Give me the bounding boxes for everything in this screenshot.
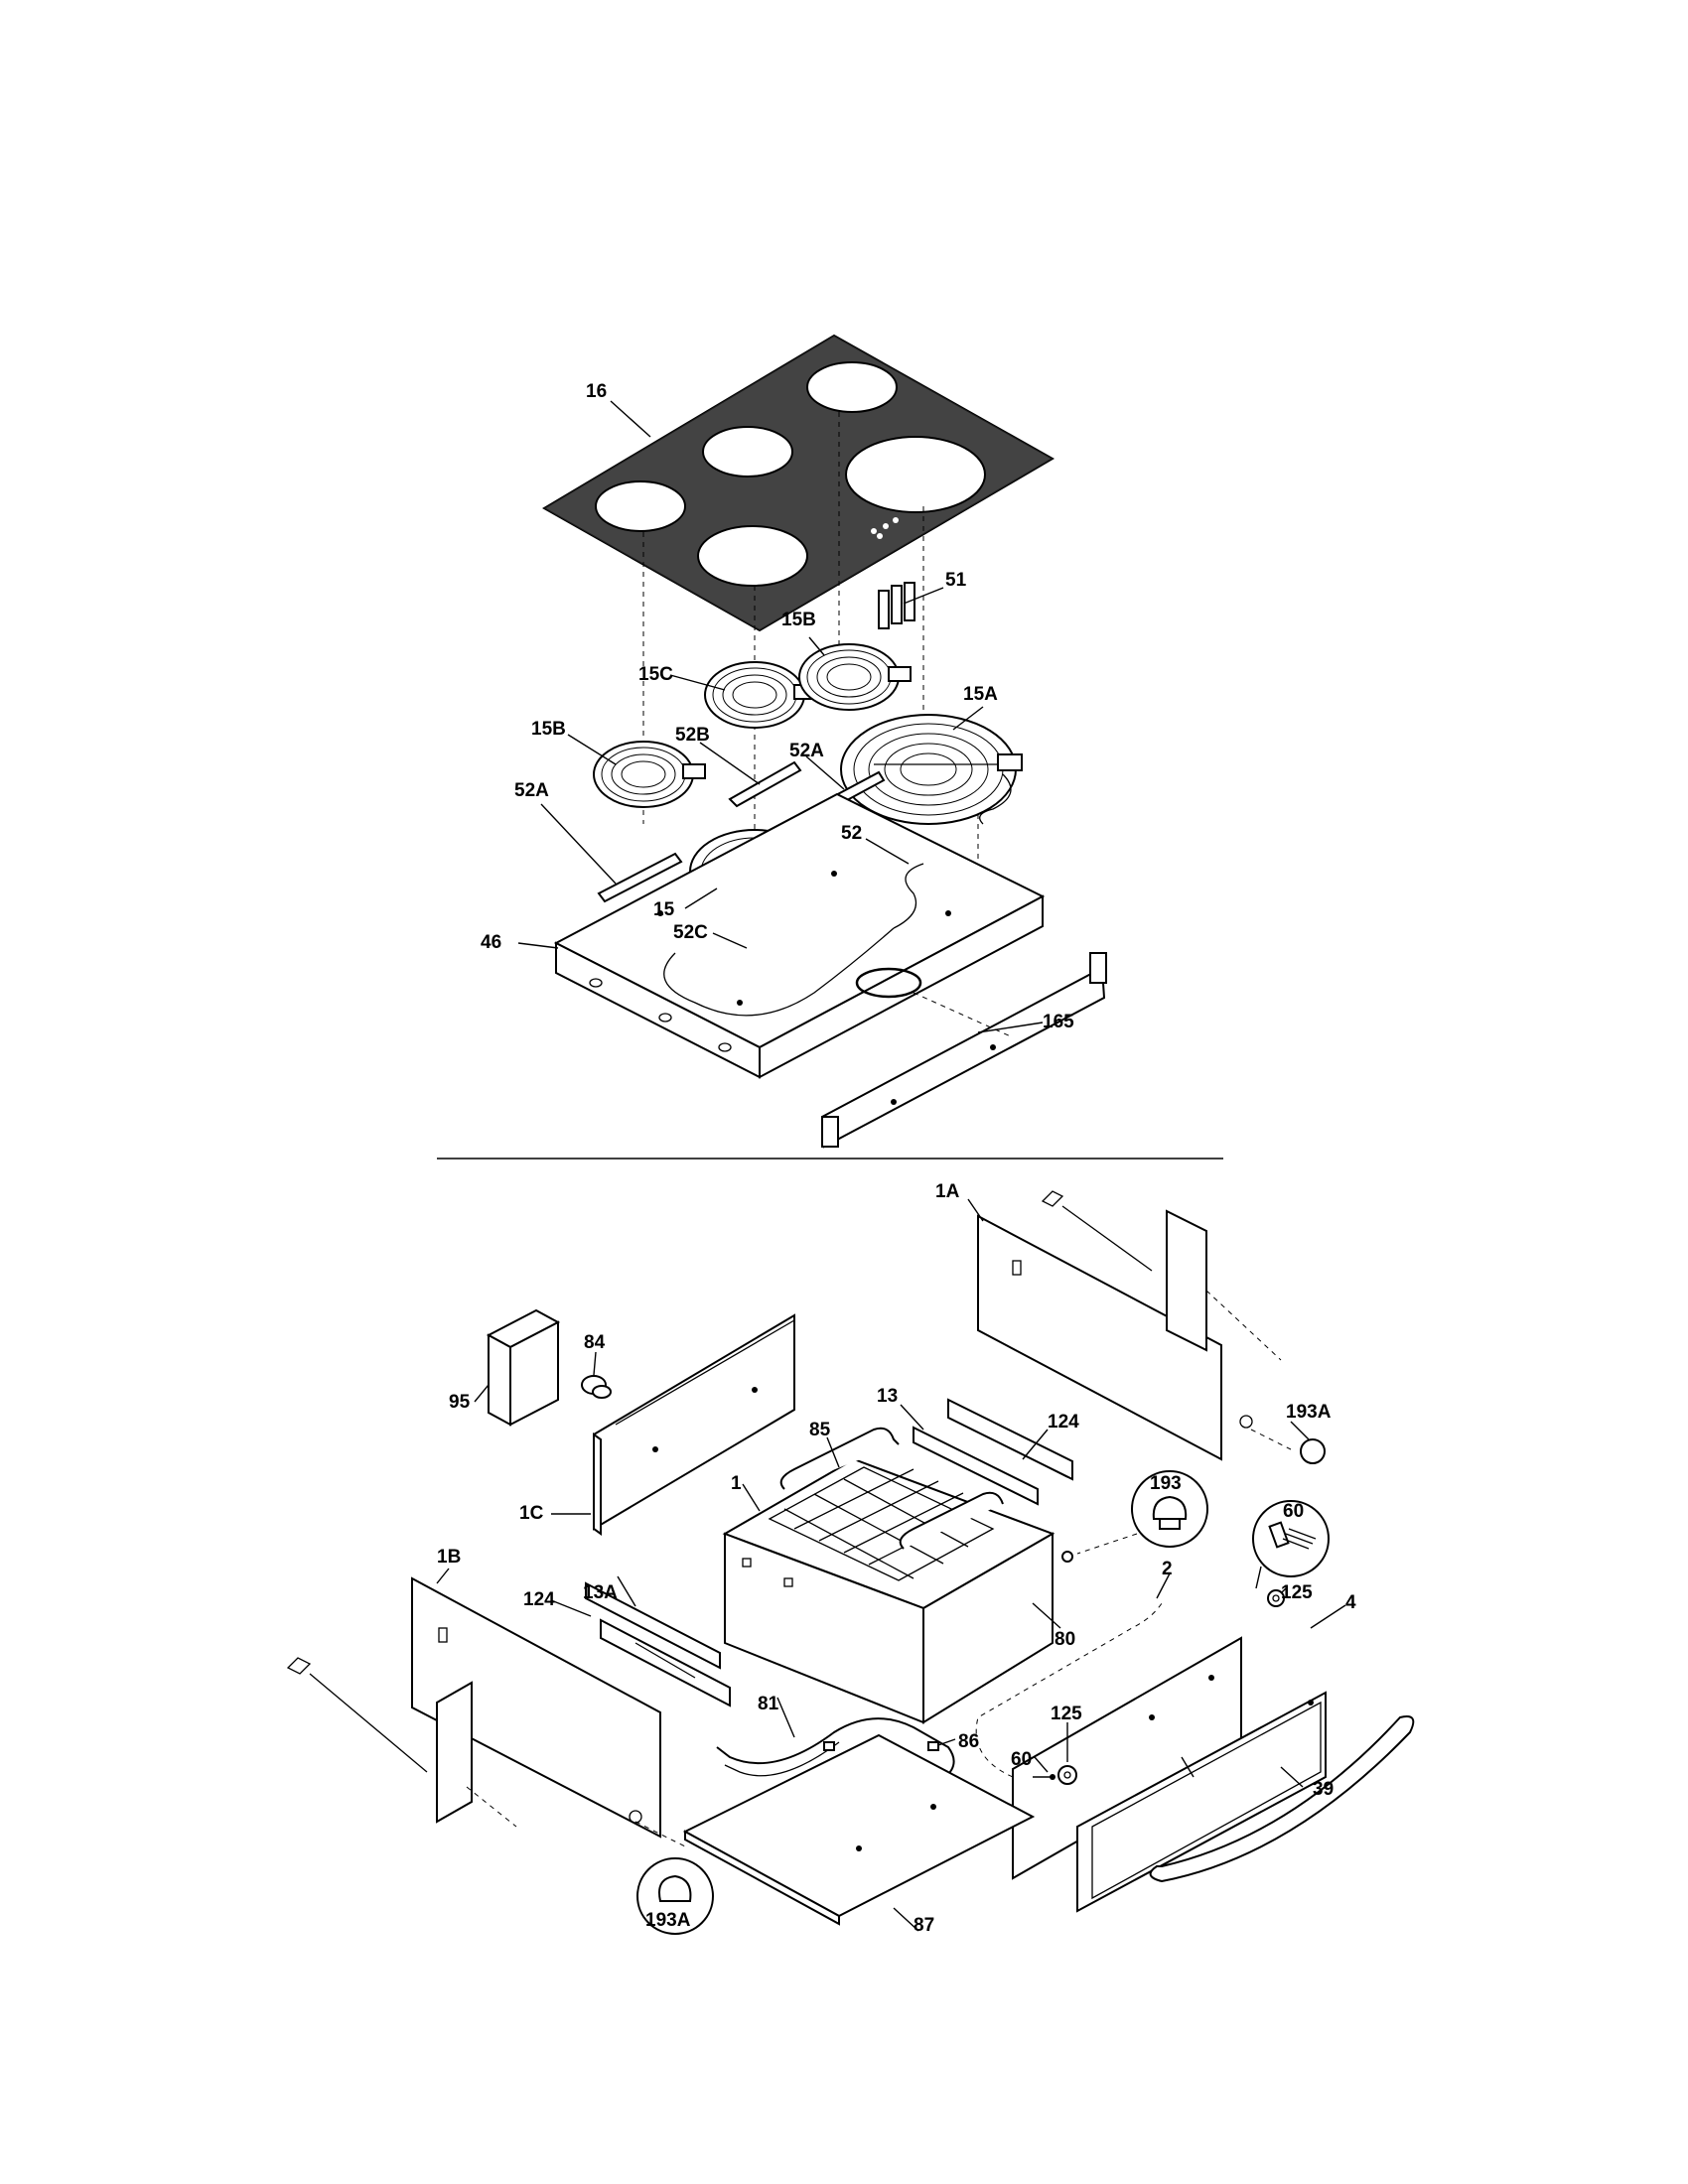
junction-box-part <box>486 1308 561 1427</box>
plug-button-right <box>1300 1438 1326 1464</box>
callout-124-left: 124 <box>523 1589 555 1610</box>
callout-81: 81 <box>758 1694 779 1714</box>
washer-screw-low <box>1033 1765 1077 1785</box>
left-side-panel-part <box>286 1576 686 1847</box>
callout-16: 16 <box>586 381 607 402</box>
plug-193a-callout <box>636 1857 714 1935</box>
callout-1c: 1C <box>519 1503 544 1524</box>
drawer-front-panel-part <box>1076 1691 1327 1913</box>
back-panel-part <box>593 1313 795 1536</box>
left-slide-part <box>585 1581 731 1707</box>
right-slide-part <box>913 1398 1073 1506</box>
bottom-pan-part <box>682 1733 1036 1926</box>
callout-51: 51 <box>945 570 967 591</box>
callout-1b: 1B <box>437 1547 461 1568</box>
screw-60-callout <box>1252 1500 1330 1589</box>
callout-52a-left: 52A <box>514 780 549 801</box>
door-handle-part <box>1149 1715 1415 1883</box>
callout-13a: 13A <box>583 1582 618 1603</box>
callout-86: 86 <box>958 1731 979 1752</box>
callout-125-low: 125 <box>1051 1704 1082 1724</box>
callout-13: 13 <box>877 1386 898 1407</box>
burner-box-part <box>553 792 1046 1079</box>
callout-84: 84 <box>584 1332 606 1353</box>
callout-124-right: 124 <box>1048 1412 1079 1433</box>
drawer-body-part <box>722 1457 1055 1724</box>
callout-193a-bottom: 193A <box>645 1910 691 1931</box>
callout-15c: 15C <box>638 664 673 685</box>
radiant-element-15b-left <box>593 741 706 808</box>
wire-rack-part <box>768 1427 1004 1581</box>
callout-80: 80 <box>1055 1629 1075 1650</box>
callout-46: 46 <box>481 932 501 953</box>
thermostat-part <box>581 1375 612 1399</box>
callout-52b: 52B <box>675 725 710 746</box>
leader-lines <box>436 400 1346 1932</box>
callout-52c: 52C <box>673 922 708 943</box>
callout-1a: 1A <box>935 1181 960 1202</box>
callout-52a-right: 52A <box>789 741 824 761</box>
plug-193-callout <box>1061 1470 1208 1563</box>
glass-cooktop-part <box>542 334 1055 632</box>
callout-165: 165 <box>1043 1012 1074 1032</box>
right-side-panel-part <box>977 1190 1292 1461</box>
callout-1: 1 <box>731 1473 742 1494</box>
front-rail-part <box>820 952 1107 1149</box>
callout-125-top: 125 <box>1281 1582 1313 1603</box>
callout-60-circle: 60 <box>1283 1501 1304 1522</box>
callout-labels: 16 51 15B 15C 15A 15B 52B 52A 52A 52 15 … <box>437 381 1356 1936</box>
callout-193: 193 <box>1150 1473 1182 1494</box>
radiant-element-15b-top <box>798 643 912 711</box>
callout-15a: 15A <box>963 684 998 705</box>
callout-15b-left: 15B <box>531 719 566 740</box>
callout-15b-top: 15B <box>781 610 816 630</box>
callout-193a-right: 193A <box>1286 1402 1332 1423</box>
washer-125-top <box>1267 1589 1285 1607</box>
callout-60-low: 60 <box>1011 1749 1032 1770</box>
radiant-element-15a <box>840 714 1023 825</box>
callout-87: 87 <box>914 1915 934 1936</box>
radiant-element-15c <box>704 661 817 729</box>
callout-85: 85 <box>809 1420 831 1440</box>
callout-4: 4 <box>1345 1592 1356 1613</box>
indicator-switch-part <box>878 582 915 629</box>
callout-95: 95 <box>449 1392 471 1413</box>
callout-39: 39 <box>1313 1779 1334 1800</box>
callout-52: 52 <box>841 823 862 844</box>
callout-2: 2 <box>1162 1559 1173 1579</box>
callout-15: 15 <box>653 899 675 920</box>
